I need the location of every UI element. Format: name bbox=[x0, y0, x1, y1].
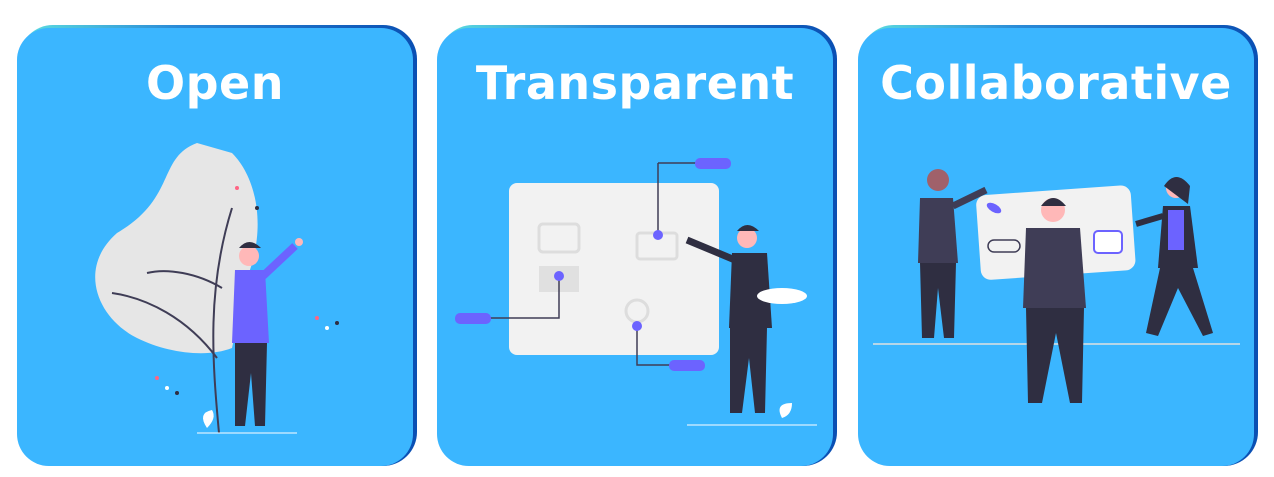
card-body: Transparent bbox=[437, 28, 833, 466]
card-collaborative: Collaborative bbox=[858, 25, 1258, 466]
card-body: Collaborative bbox=[858, 28, 1254, 466]
card-transparent: Transparent bbox=[437, 25, 837, 466]
person-with-leaf-illustration bbox=[95, 143, 339, 434]
card-body: Open bbox=[17, 28, 413, 466]
card-title: Transparent bbox=[475, 56, 795, 110]
card-open: Open bbox=[17, 25, 417, 466]
card-title: Collaborative bbox=[880, 56, 1232, 110]
card-title: Open bbox=[146, 56, 284, 110]
team-collaboration-illustration bbox=[873, 169, 1240, 403]
presentation-board-illustration bbox=[455, 158, 817, 426]
